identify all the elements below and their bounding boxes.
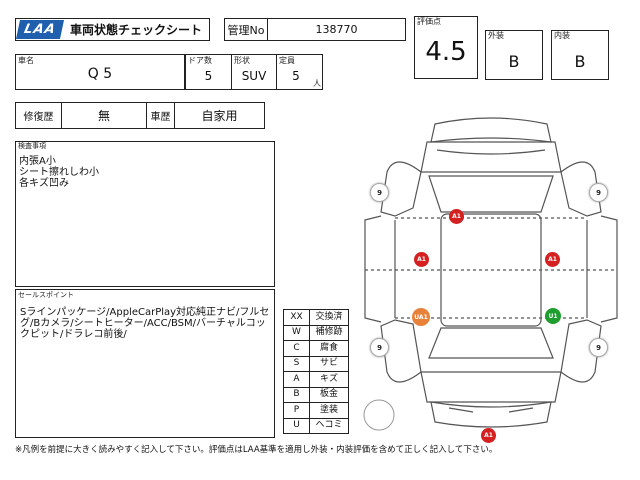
- legend-code: C: [283, 340, 310, 357]
- inspection-line: 各キズ凹み: [19, 178, 69, 189]
- control-no-value: 138770: [267, 18, 406, 41]
- vehicle-name-label: 車名: [18, 56, 34, 65]
- legend-code: P: [283, 402, 310, 419]
- sheet-title: 車両状態チェックシート: [69, 23, 202, 37]
- damage-mark-rear-bumper: A1: [481, 428, 496, 443]
- header-logo-box: [15, 18, 210, 41]
- legend-meaning: 板金: [309, 386, 349, 403]
- capacity-unit: 人: [313, 79, 321, 88]
- usage-history-value: 自家用: [174, 102, 265, 129]
- repair-history-value: 無: [61, 102, 147, 129]
- inspection-label: 検査事項: [18, 142, 46, 150]
- sales-points-box: [15, 289, 275, 438]
- legend-meaning: 塗装: [309, 402, 349, 419]
- wheel-rear-right: 9: [589, 338, 608, 357]
- exterior-grade-value: B: [508, 51, 520, 71]
- legend-code: S: [283, 355, 310, 372]
- body-type-box: [231, 54, 277, 90]
- car-body-diagram: [363, 117, 618, 431]
- vehicle-name-box: [15, 54, 185, 90]
- score-box: [414, 16, 478, 79]
- capacity-value: 5: [292, 69, 300, 83]
- doors-value: 5: [204, 69, 213, 83]
- vehicle-name-value: Q 5: [87, 66, 113, 82]
- exterior-grade-box: [485, 30, 543, 80]
- legend-meaning: 腐食: [309, 340, 349, 357]
- damage-mark-right-front-door: A1: [545, 252, 560, 267]
- control-no-label: 管理No: [224, 18, 268, 41]
- body-type-value: SUV: [241, 69, 267, 83]
- legend-code: XX: [283, 309, 310, 326]
- inspection-line: シート擦れしわ小: [19, 167, 99, 178]
- inspection-line: 内張A小: [19, 156, 56, 167]
- repair-history-label: 修復歴: [15, 102, 62, 129]
- doors-label: ドア数: [188, 56, 212, 65]
- damage-mark-hood: A1: [449, 209, 464, 224]
- wheel-front-right: 9: [589, 183, 608, 202]
- footer-note: ※凡例を前提に大きく読みやすく記入して下さい。評価点はLAA基準を適用し外装・内…: [15, 445, 498, 455]
- legend-code: B: [283, 386, 310, 403]
- body-type-label: 形状: [234, 56, 250, 65]
- legend-meaning: 補修跡: [309, 324, 349, 341]
- capacity-label: 定員: [279, 56, 295, 65]
- laa-logo: LAA: [15, 20, 65, 39]
- score-value: 4.5: [425, 37, 467, 67]
- wheel-rear-left: 9: [370, 338, 389, 357]
- sales-points-label: セールスポイント: [18, 291, 74, 299]
- damage-mark-right-rear-door: U1: [545, 308, 561, 324]
- interior-grade-value: B: [574, 51, 586, 71]
- damage-mark-left-rear-door: UA1: [412, 308, 430, 326]
- legend-meaning: サビ: [309, 355, 349, 372]
- capacity-box: [276, 54, 323, 90]
- sales-points-text: Sラインパッケージ/AppleCarPlay対応純正ナビ/フルセグ/Bカメラ/シ…: [20, 307, 270, 340]
- usage-history-label: 車歴: [146, 102, 175, 129]
- legend-code: U: [283, 417, 310, 434]
- inspection-box: [15, 141, 275, 287]
- wheel-front-left: 9: [370, 183, 389, 202]
- damage-mark-left-front-door: A1: [414, 252, 429, 267]
- legend-meaning: ヘコミ: [309, 417, 349, 434]
- score-label: 評価点: [417, 17, 441, 26]
- legend-meaning: キズ: [309, 371, 349, 388]
- exterior-grade-label: 外装: [488, 31, 504, 40]
- legend-code: W: [283, 324, 310, 341]
- legend-code: A: [283, 371, 310, 388]
- legend-meaning: 交換済: [309, 309, 349, 326]
- logo-text: LAA: [22, 22, 58, 37]
- interior-grade-box: [551, 30, 609, 80]
- inspection-lines: 内張A小 シート擦れしわ小 各キズ凹み: [19, 156, 99, 189]
- interior-grade-label: 内装: [554, 31, 570, 40]
